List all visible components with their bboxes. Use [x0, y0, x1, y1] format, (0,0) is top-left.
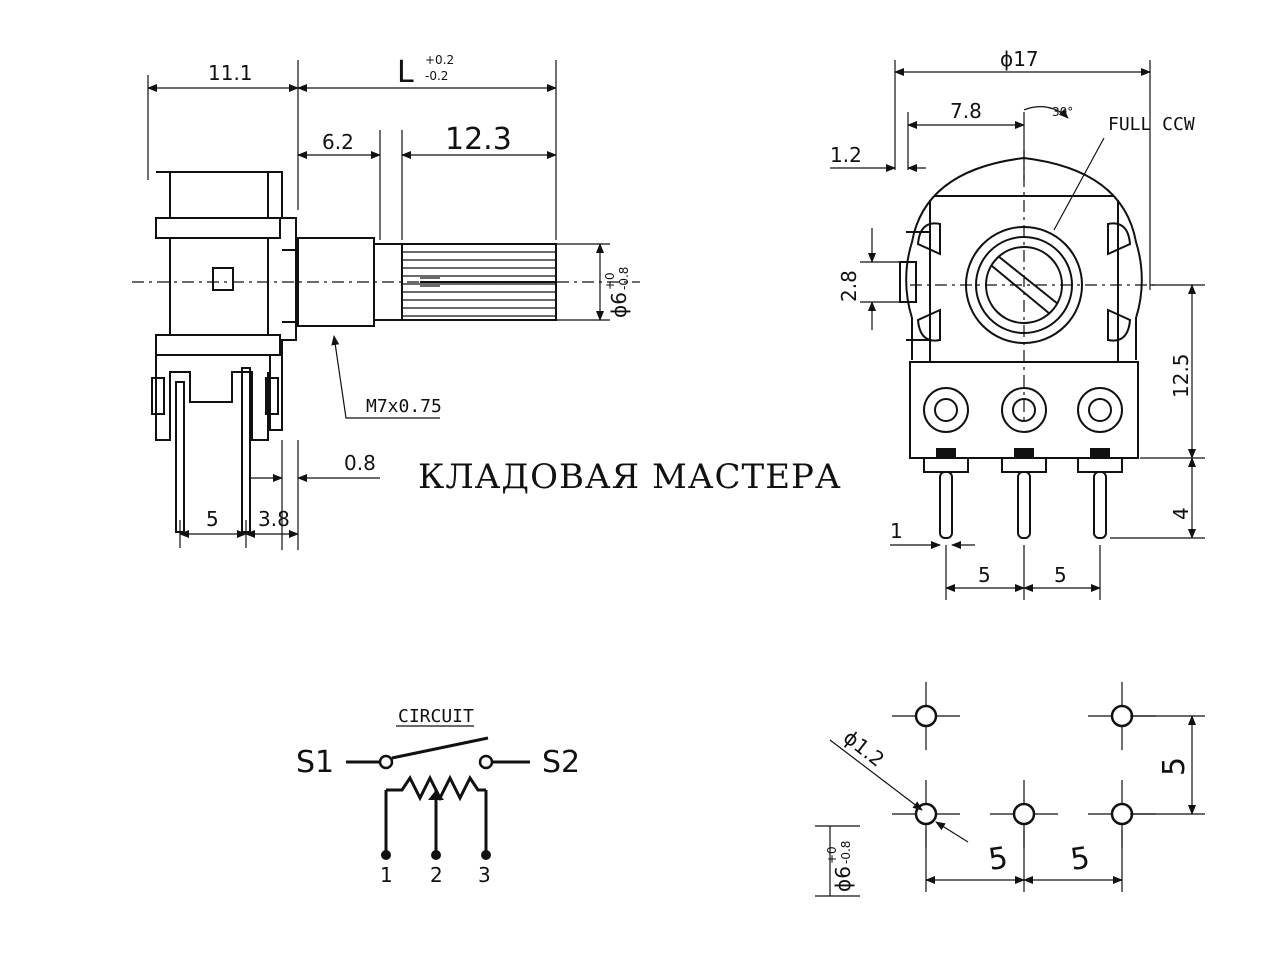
front-dim-offset: 7.8 — [950, 99, 982, 123]
front-dim-pin-length: 4 — [1169, 507, 1193, 520]
front-view: ϕ17 7.8 30° FULL CCW 1.2 — [830, 47, 1205, 600]
pcb-layout: ϕ1.2 5 5 5 ϕ6 +0 -0.8 — [815, 682, 1205, 897]
pcb-row-spacing: 5 — [1157, 757, 1192, 776]
side-shaft-dia: ϕ6 — [607, 292, 631, 318]
dim-knurl: 12.3 — [445, 122, 512, 157]
circuit-diagram: CIRCUIT S1 S2 1 2 3 — [296, 706, 580, 887]
terminal-base — [923, 457, 969, 473]
side-shaft-tol-plus: +0 — [603, 272, 617, 290]
dim-L-tol-plus: +0.2 — [425, 53, 454, 67]
terminal-ring — [923, 387, 969, 433]
pcb-pitch-1: 5 — [986, 841, 1010, 878]
dim-offset: 0.8 — [344, 451, 376, 475]
front-tab — [899, 261, 917, 303]
dim-pin-spacing: 5 — [206, 507, 219, 531]
front-dim-pitch-2: 5 — [1054, 563, 1067, 587]
terminal-pin — [1017, 471, 1031, 539]
terminal-pin — [1093, 471, 1107, 539]
pcb-shaft-tol-plus: +0 — [825, 846, 839, 864]
terminal-ring — [1077, 387, 1123, 433]
front-dim-tab: 1.2 — [830, 143, 862, 167]
front-full-ccw: FULL CCW — [1108, 114, 1195, 135]
dim-L-tol-minus: -0.2 — [425, 69, 448, 83]
front-dim-diameter: ϕ17 — [1000, 47, 1039, 71]
dim-pin-offset: 3.8 — [258, 507, 290, 531]
terminal-base — [1001, 457, 1047, 473]
switch-lever — [391, 736, 489, 760]
front-dim-angle: 30° — [1052, 105, 1073, 119]
side-pin-left — [175, 381, 185, 533]
circuit-pin-2: 2 — [430, 863, 443, 887]
terminal-neck — [936, 448, 956, 458]
pcb-hole — [914, 704, 938, 728]
circuit-title: CIRCUIT — [398, 706, 474, 727]
side-shaft-tol-minus: -0.8 — [617, 267, 631, 290]
dim-L-label: L — [397, 55, 414, 90]
circuit-s2: S2 — [542, 745, 580, 780]
circuit-s1: S1 — [296, 745, 334, 780]
side-view: 11.1 L +0.2 -0.2 6.2 12.3 — [132, 53, 640, 550]
pcb-hole — [1110, 704, 1134, 728]
side-tab-left — [151, 377, 165, 415]
terminal-hole — [1088, 398, 1112, 422]
side-tab-right — [265, 377, 279, 415]
front-dim-pin-height: 12.5 — [1169, 353, 1193, 398]
terminal-neck — [1090, 448, 1110, 458]
terminal-hole — [1012, 398, 1036, 422]
terminal-base — [1077, 457, 1123, 473]
pcb-hole — [1012, 802, 1036, 826]
dim-body-length: 11.1 — [208, 61, 253, 85]
front-dim-tab-height: 2.8 — [837, 270, 861, 302]
switch-contact-left — [378, 754, 394, 770]
terminal-hole — [934, 398, 958, 422]
side-pin-right — [241, 367, 251, 533]
circuit-pin-3: 3 — [478, 863, 491, 887]
thread-label: M7x0.75 — [366, 396, 442, 417]
pcb-hole — [1110, 802, 1134, 826]
terminal-neck — [1014, 448, 1034, 458]
pcb-pitch-2: 5 — [1068, 841, 1092, 878]
terminal-pin — [939, 471, 953, 539]
dim-bushing: 6.2 — [322, 130, 354, 154]
pcb-shaft-tol-minus: -0.8 — [839, 841, 853, 864]
switch-contact-right — [478, 754, 494, 770]
pcb-shaft-dia: ϕ6 — [831, 866, 855, 892]
body-rivet — [212, 267, 234, 291]
pcb-hole-dia: ϕ1.2 — [839, 725, 889, 772]
front-dim-pitch-1: 5 — [978, 563, 991, 587]
watermark: КЛАДОВАЯ МАСТЕРА — [418, 457, 842, 497]
circuit-pin-1: 1 — [380, 863, 393, 887]
terminal-ring — [1001, 387, 1047, 433]
front-dim-pin-width: 1 — [890, 519, 903, 543]
